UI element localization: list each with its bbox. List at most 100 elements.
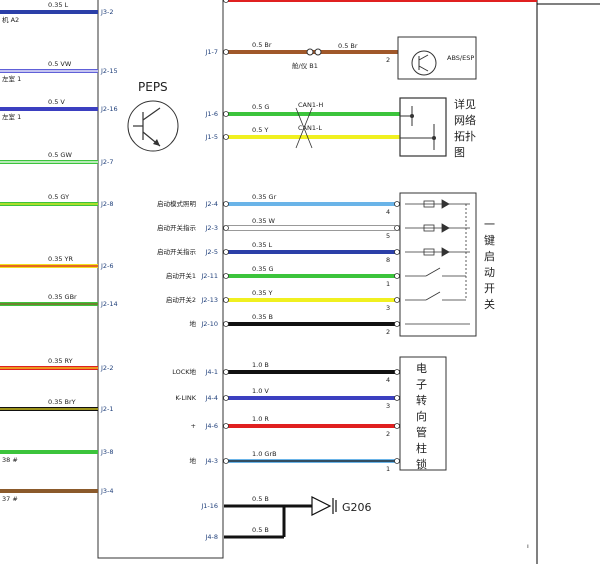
box-text-char: 开: [484, 282, 495, 295]
pin-label: J2-11: [200, 272, 218, 280]
right-wire: 0.5 BJ4-8: [204, 526, 268, 541]
wire-note: 37 #: [2, 495, 18, 503]
wire-spec: 0.35 L: [48, 1, 69, 9]
pin-label: J4-8: [204, 533, 218, 541]
connector-pin: 2: [386, 430, 390, 438]
pin-label: J2-15: [100, 67, 118, 75]
right-wire: 0.5 BJ1-16: [200, 495, 269, 510]
wire-spec: 0.35 G: [252, 265, 274, 273]
left-wire: 0.35 YR J2-6: [0, 255, 114, 270]
abs-junction-label: 舱/仪 B1: [292, 61, 318, 70]
wire-note: 左室 1: [2, 74, 21, 83]
connector-pin: 2: [386, 56, 390, 64]
pin-label: J1-7: [204, 48, 218, 56]
pin-label: J2-16: [100, 105, 118, 113]
pin-label: J1-5: [204, 133, 218, 141]
pin-label: J1-6: [204, 110, 218, 118]
wire-spec: 1.0 GrB: [252, 450, 277, 458]
signal-label: 启动开关指示: [157, 247, 197, 256]
pin-label: J2-13: [200, 296, 218, 304]
connector-pin: 8: [386, 256, 390, 264]
ground-label: G206: [342, 501, 372, 514]
left-wire: J3-4 37 #: [0, 487, 114, 503]
abs-esp-label: ABS/ESP: [447, 54, 474, 62]
box-text-char: 详见: [454, 97, 476, 111]
right-wire: 0.35 G J2-11 启动开关1 1: [166, 265, 400, 288]
right-wire: [223, 0, 537, 3]
left-wire: J3-8 38 #: [0, 448, 114, 464]
wire-spec: 0.35 B: [252, 313, 273, 321]
connector-pin: 5: [386, 232, 390, 240]
left-wire: 0.35 RY J2-2: [0, 357, 114, 372]
wire-spec: 0.35 RY: [48, 357, 73, 365]
right-wire: 0.5 G J1-6: [204, 103, 410, 118]
box-text-char: 网络: [454, 113, 476, 127]
connector-pin: 1: [386, 280, 390, 288]
right-wire: 0.35 W J2-3 启动开关指示 5: [157, 217, 400, 240]
box-text-char: 启: [484, 250, 495, 263]
left-wire: 0.5 VW J2-15 左室 1: [0, 60, 118, 83]
pin-label: J3-8: [100, 448, 114, 456]
frame-tick: ı: [527, 542, 529, 550]
signal-label: K-LINK: [175, 394, 196, 402]
steering-lock-box: [399, 356, 447, 471]
box-text-char: 柱: [416, 441, 427, 455]
wire-spec: 0.35 YR: [48, 255, 74, 263]
right-wire: 0.5 Br J1-7 2: [204, 41, 398, 64]
wire-spec: 0.5 Br: [252, 41, 272, 49]
wire-spec: 1.0 B: [252, 361, 269, 369]
box-text-char: 子: [416, 378, 427, 391]
wire-spec: 0.5 G: [252, 103, 269, 111]
pin-label: J2-4: [204, 200, 218, 208]
pin-label: J2-2: [100, 364, 114, 372]
signal-label: 地: [190, 319, 197, 328]
box-text-char: 图: [454, 146, 465, 159]
connector-pin: 4: [386, 376, 390, 384]
wire-spec: 0.35 Y: [252, 289, 273, 297]
right-wire: 0.5 Y J1-5: [204, 126, 434, 141]
network-topology-box: [399, 97, 447, 157]
signal-label: 启动开关1: [166, 271, 196, 280]
signal-label: 启动开关指示: [157, 223, 197, 232]
box-text-char: 键: [484, 233, 495, 247]
box-text-char: 关: [484, 297, 495, 311]
connector-pin: 4: [386, 208, 390, 216]
pin-label: J1-16: [200, 502, 218, 510]
pin-label: J2-6: [100, 262, 114, 270]
transistor-icon: [127, 100, 179, 152]
connector-pin: 2: [386, 328, 390, 336]
pin-label: J2-3: [204, 224, 218, 232]
start-switch-box: [399, 192, 477, 337]
peps-label: PEPS: [138, 80, 168, 94]
wire-note: 38 #: [2, 456, 18, 464]
signal-label: 地: [190, 456, 197, 465]
wire-spec: 0.35 GBr: [48, 293, 77, 301]
box-text-char: 管: [416, 425, 427, 439]
wire-spec: 0.5 VW: [48, 60, 72, 68]
wire-spec: 0.35 W: [252, 217, 276, 225]
pin-label: J2-7: [100, 158, 114, 166]
connector-pin: 3: [386, 304, 390, 312]
pin-label: J3-4: [100, 487, 114, 495]
box-text-char: 一: [484, 218, 495, 231]
wire-spec: 0.5 V: [48, 98, 65, 106]
wire-spec: 0.5 Y: [252, 126, 268, 134]
pin-label: J4-1: [204, 368, 218, 376]
abs-spec-right: 0.5 Br: [338, 42, 358, 50]
